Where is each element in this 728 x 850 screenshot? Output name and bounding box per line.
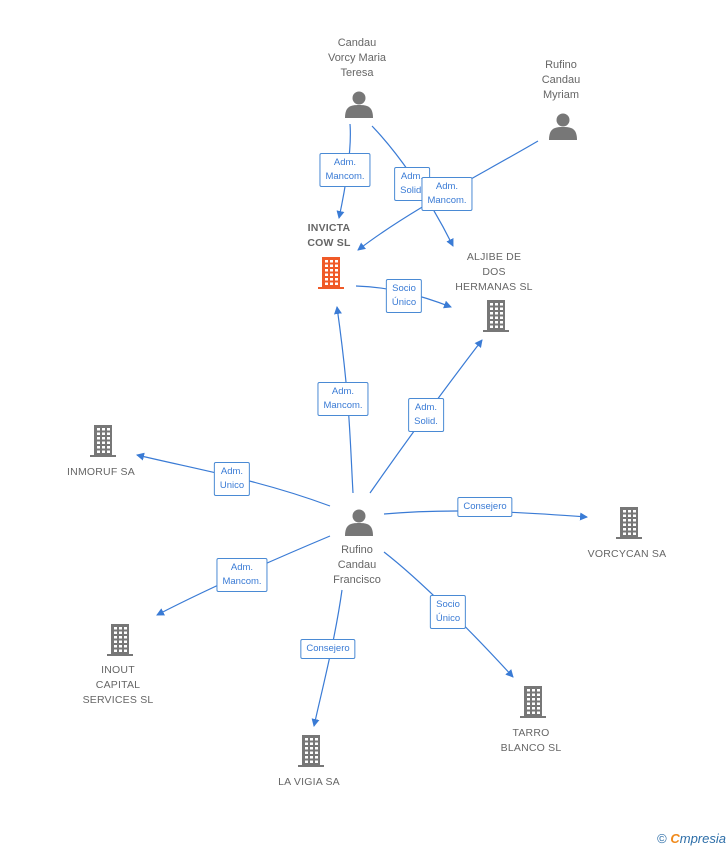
building-icon[interactable] <box>318 257 344 289</box>
building-icon[interactable] <box>107 624 133 656</box>
person-icon[interactable] <box>549 113 577 141</box>
node-label-invicta[interactable]: INVICTA COW SL <box>307 222 351 249</box>
node-label-rufino-francisco[interactable]: Rufino Candau Francisco <box>333 544 381 586</box>
building-icon[interactable] <box>298 735 324 767</box>
node-label-aljibe[interactable]: ALJIBE DE DOS HERMANAS SL <box>455 251 533 293</box>
node-label-vorcycan[interactable]: VORCYCAN SA <box>587 548 667 560</box>
edge-label[interactable]: Consejero <box>457 497 513 517</box>
edges-layer <box>136 123 588 727</box>
building-icon[interactable] <box>616 507 642 539</box>
building-icon[interactable] <box>483 300 509 332</box>
person-icon[interactable] <box>345 509 373 537</box>
building-icon[interactable] <box>90 425 116 457</box>
edge-label[interactable]: Adm. Mancom. <box>319 153 371 187</box>
icons-layer <box>90 91 642 767</box>
edge-rufino_francisco-to-la_vigia <box>311 589 343 727</box>
edge-label[interactable]: Adm. Mancom. <box>216 558 268 592</box>
edge-label[interactable]: Adm. Unico <box>213 462 251 496</box>
node-label-inmoruf[interactable]: INMORUF SA <box>67 466 135 478</box>
copyright-icon: © <box>657 831 667 846</box>
node-label-inout[interactable]: INOUT CAPITAL SERVICES SL <box>82 664 154 706</box>
node-label-rufino-myriam[interactable]: Rufino Candau Myriam <box>541 59 581 101</box>
edge-label[interactable]: Consejero <box>300 639 356 659</box>
edge-label[interactable]: Adm. Mancom. <box>317 382 369 416</box>
edge-label[interactable]: Adm. Mancom. <box>421 177 473 211</box>
brand-initial: C <box>670 831 680 846</box>
node-label-tarro[interactable]: TARRO BLANCO SL <box>500 727 562 754</box>
person-icon[interactable] <box>345 91 373 119</box>
brand-name: mpresia <box>679 831 726 846</box>
edge-label[interactable]: Socio Único <box>385 279 423 313</box>
edge-label[interactable]: Socio Único <box>429 595 467 629</box>
brand-watermark: © Cmpresia <box>657 831 726 846</box>
node-label-la-vigia[interactable]: LA VIGIA SA <box>278 776 340 788</box>
building-icon[interactable] <box>520 686 546 718</box>
node-label-candau-vorcy[interactable]: Candau Vorcy Maria Teresa <box>327 37 387 79</box>
edge-label[interactable]: Adm. Solid. <box>408 398 444 432</box>
